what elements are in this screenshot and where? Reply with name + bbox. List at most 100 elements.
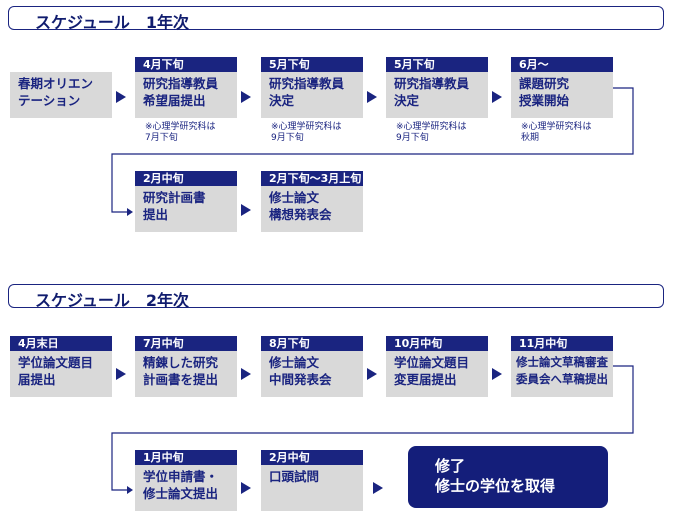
step-label-line1: 学位申請書・ bbox=[143, 469, 219, 484]
step-date-tag: 1月中旬 bbox=[135, 450, 237, 465]
step-note: ※心理学研究科は 9月下旬 bbox=[396, 122, 467, 144]
step-date-tag: 7月中旬 bbox=[135, 336, 237, 351]
year1-title: スケジュール 1年次 bbox=[35, 13, 190, 32]
step-label-line2: 決定 bbox=[269, 93, 295, 108]
step-y2-2: 7月中旬 精錬した研究 計画書を提出 bbox=[135, 336, 237, 397]
note-line2: 7月下旬 bbox=[145, 133, 178, 143]
note-line2: 秋期 bbox=[521, 133, 540, 143]
step-label-line1: 研究指導教員 bbox=[394, 76, 470, 91]
step-body: 精錬した研究 計画書を提出 bbox=[135, 351, 237, 397]
step-label-line2: テーション bbox=[18, 93, 81, 108]
note-line1: ※心理学研究科は bbox=[145, 122, 216, 132]
arrow-right-icon bbox=[241, 91, 251, 103]
step-date-tag: 10月中旬 bbox=[386, 336, 488, 351]
step-y1-6: 2月下旬～3月上旬 修士論文 構想発表会 bbox=[261, 171, 363, 232]
step-label-line2: 変更届提出 bbox=[394, 372, 457, 387]
arrow-right-icon bbox=[241, 204, 251, 216]
step-date-tag: 6月～ bbox=[511, 57, 613, 72]
step-date-tag: 4月末日 bbox=[10, 336, 112, 351]
step-body: 課題研究 授業開始 bbox=[511, 72, 613, 118]
step-label-line1: 研究指導教員 bbox=[143, 76, 219, 91]
step-y2-6: 1月中旬 学位申請書・ 修士論文提出 bbox=[135, 450, 237, 511]
step-label-line2: 希望届提出 bbox=[143, 93, 206, 108]
step-y1-1: 4月下旬 研究指導教員 希望届提出 bbox=[135, 57, 237, 118]
connector-arrowhead bbox=[127, 208, 133, 216]
arrow-right-icon bbox=[492, 368, 502, 380]
step-date-tag: 5月下旬 bbox=[261, 57, 363, 72]
arrow-right-icon bbox=[367, 91, 377, 103]
arrow-right-icon bbox=[241, 482, 251, 494]
year2-title: スケジュール 2年次 bbox=[35, 291, 190, 310]
arrow-right-icon bbox=[116, 91, 126, 103]
note-line2: 9月下旬 bbox=[396, 133, 429, 143]
step-label-line2: 中間発表会 bbox=[269, 372, 332, 387]
step-y1-2: 5月下旬 研究指導教員 決定 bbox=[261, 57, 363, 118]
completion-line2: 修士の学位を取得 bbox=[435, 477, 556, 495]
step-label-line1: 修士論文 bbox=[269, 190, 320, 205]
step-date-tag: 4月下旬 bbox=[135, 57, 237, 72]
step-note: ※心理学研究科は 9月下旬 bbox=[271, 122, 342, 144]
step-body: 研究指導教員 決定 bbox=[261, 72, 363, 118]
step-label-line1: 修士論文 bbox=[269, 355, 320, 370]
step-body: 研究指導教員 決定 bbox=[386, 72, 488, 118]
step-body: 修士論文草稿審査 委員会へ草稿提出 bbox=[511, 351, 613, 397]
step-label-line2: 委員会へ草稿提出 bbox=[516, 372, 608, 386]
arrow-right-icon bbox=[367, 368, 377, 380]
step-y1-3: 5月下旬 研究指導教員 決定 bbox=[386, 57, 488, 118]
step-label-line2: 修士論文提出 bbox=[143, 486, 219, 501]
step-y2-7: 2月中旬 口頭試問 bbox=[261, 450, 363, 511]
step-y1-4: 6月～ 課題研究 授業開始 bbox=[511, 57, 613, 118]
step-label-line1: 春期オリエン bbox=[18, 76, 94, 91]
step-label-line1: 研究計画書 bbox=[143, 190, 206, 205]
step-label-line2: 計画書を提出 bbox=[143, 372, 219, 387]
completion-box: 修了 修士の学位を取得 bbox=[408, 446, 608, 508]
connector-line bbox=[111, 365, 634, 491]
step-y1-5: 2月中旬 研究計画書 提出 bbox=[135, 171, 237, 232]
step-label-line2: 構想発表会 bbox=[269, 207, 332, 222]
step-body: 研究計画書 提出 bbox=[135, 186, 237, 232]
step-label-line2: 提出 bbox=[143, 207, 169, 222]
arrow-right-icon bbox=[373, 482, 383, 494]
completion-line1: 修了 bbox=[435, 457, 466, 475]
step-note: ※心理学研究科は 7月下旬 bbox=[145, 122, 216, 144]
step-body: 学位論文題目 届提出 bbox=[10, 351, 112, 397]
step-date-tag: 11月中旬 bbox=[511, 336, 613, 351]
step-label-line1: 学位論文題目 bbox=[18, 355, 94, 370]
step-spring-orientation: 春期オリエン テーション bbox=[10, 72, 112, 118]
step-label-line1: 課題研究 bbox=[519, 76, 570, 91]
step-date-tag: 5月下旬 bbox=[386, 57, 488, 72]
step-label-line1: 研究指導教員 bbox=[269, 76, 345, 91]
step-body: 修士論文 中間発表会 bbox=[261, 351, 363, 397]
note-line1: ※心理学研究科は bbox=[271, 122, 342, 132]
step-date-tag: 2月下旬～3月上旬 bbox=[261, 171, 363, 186]
step-date-tag: 2月中旬 bbox=[261, 450, 363, 465]
step-body: 研究指導教員 希望届提出 bbox=[135, 72, 237, 118]
arrow-right-icon bbox=[116, 368, 126, 380]
step-label-line1: 精錬した研究 bbox=[143, 355, 219, 370]
note-line1: ※心理学研究科は bbox=[396, 122, 467, 132]
step-label-line1: 修士論文草稿審査 bbox=[516, 355, 608, 369]
step-note: ※心理学研究科は 秋期 bbox=[521, 122, 592, 144]
step-y2-1: 4月末日 学位論文題目 届提出 bbox=[10, 336, 112, 397]
step-label-line2: 決定 bbox=[394, 93, 420, 108]
step-y2-4: 10月中旬 学位論文題目 変更届提出 bbox=[386, 336, 488, 397]
connector-arrowhead bbox=[127, 486, 133, 494]
year2-header: スケジュール 2年次 bbox=[8, 284, 664, 310]
step-label-line2: 届提出 bbox=[18, 372, 56, 387]
step-label-line1: 学位論文題目 bbox=[394, 355, 470, 370]
step-y2-5: 11月中旬 修士論文草稿審査 委員会へ草稿提出 bbox=[511, 336, 613, 397]
arrow-right-icon bbox=[492, 91, 502, 103]
step-body: 学位論文題目 変更届提出 bbox=[386, 351, 488, 397]
note-line2: 9月下旬 bbox=[271, 133, 304, 143]
step-label-line1: 口頭試問 bbox=[269, 469, 320, 484]
step-date-tag: 2月中旬 bbox=[135, 171, 237, 186]
step-date-tag: 8月下旬 bbox=[261, 336, 363, 351]
step-label-line2: 授業開始 bbox=[519, 93, 570, 108]
step-body: 修士論文 構想発表会 bbox=[261, 186, 363, 232]
year1-header: スケジュール 1年次 bbox=[8, 6, 664, 32]
connector-line bbox=[111, 87, 634, 213]
step-y2-3: 8月下旬 修士論文 中間発表会 bbox=[261, 336, 363, 397]
arrow-right-icon bbox=[241, 368, 251, 380]
step-body: 口頭試問 bbox=[261, 465, 363, 511]
